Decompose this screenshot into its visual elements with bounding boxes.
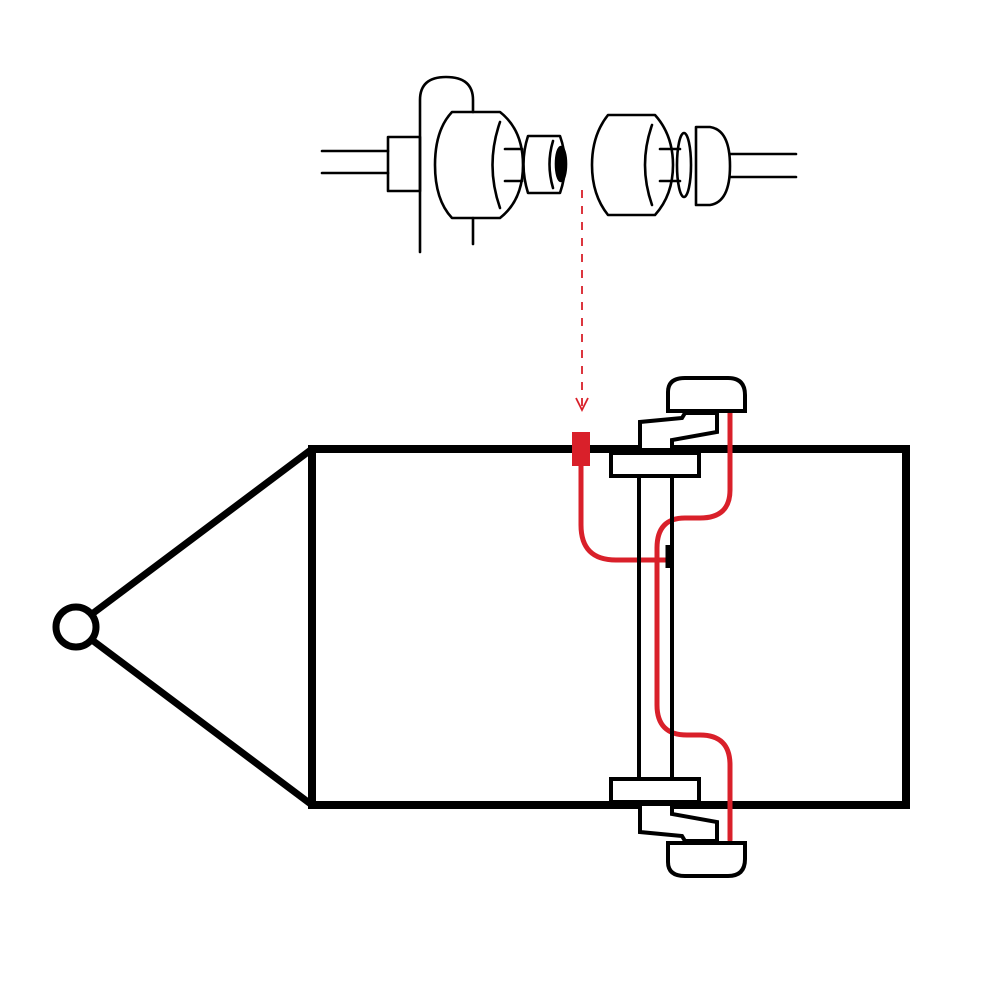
ground-loop-wire [418, 75, 475, 254]
coupler-ring [52, 603, 100, 651]
wire-connector [572, 432, 590, 466]
axle [609, 411, 719, 843]
wheel-bottom [666, 841, 747, 878]
trailer-frame [308, 445, 910, 809]
socket-body [433, 110, 525, 220]
wiring [578, 410, 733, 843]
connection-arrow [575, 190, 589, 413]
hitch-coupler [52, 446, 315, 808]
left-cable [320, 135, 422, 193]
wheel-top [666, 376, 747, 413]
plug-dome [694, 125, 732, 207]
connector-detail [320, 75, 798, 254]
wheels [666, 376, 747, 878]
plug-body [590, 113, 675, 217]
